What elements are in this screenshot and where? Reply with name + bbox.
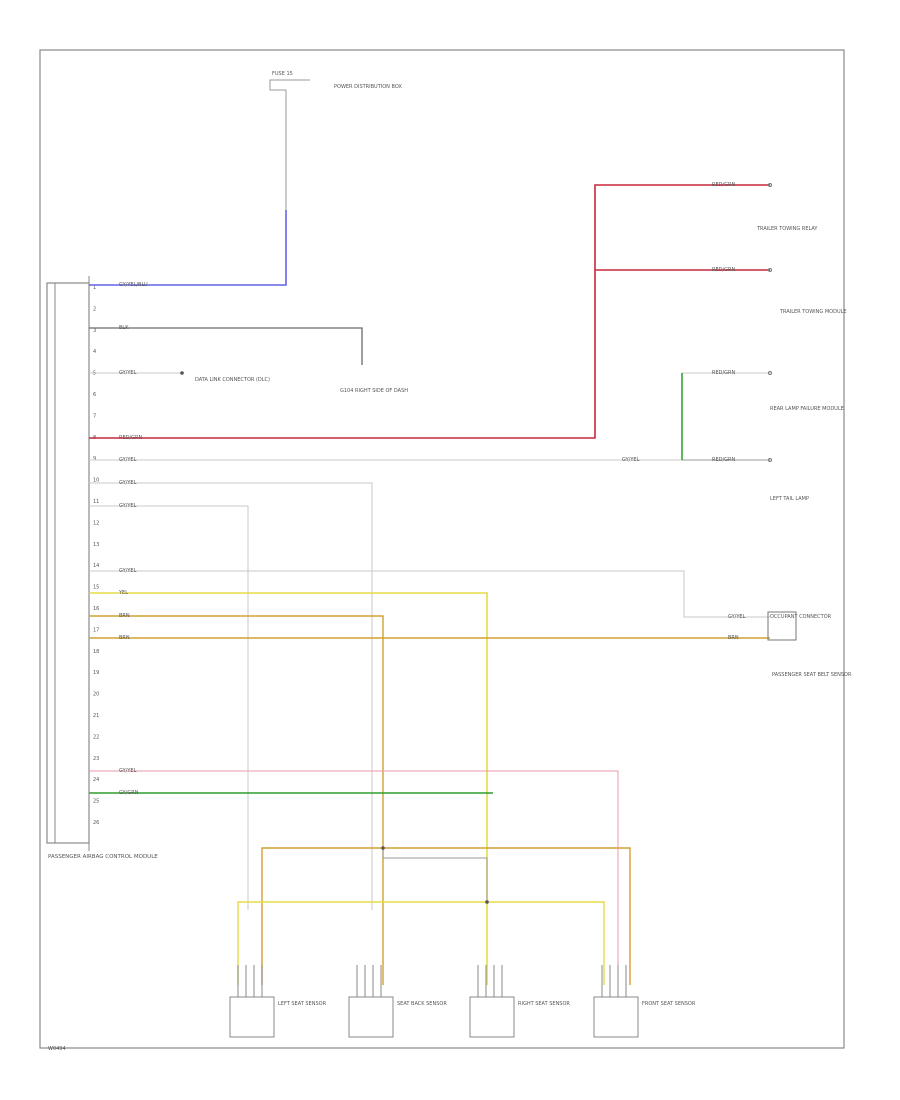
diagram-frame xyxy=(39,49,845,1049)
wire-sensor-brown-bus xyxy=(261,847,631,985)
module-pin-labels: 1234567891011121314151617181920212223242… xyxy=(93,285,99,826)
lamp-failure-module-label: REAR LAMP FAILURE MODULE xyxy=(770,406,844,412)
wire-pin8-red xyxy=(89,184,770,439)
occupant-connector-label: OCCUPANT CONNECTOR xyxy=(770,614,832,620)
pin-label: 26 xyxy=(93,820,99,826)
splice-dot-yellow xyxy=(485,900,489,904)
pin-label: 1 xyxy=(93,285,96,291)
pin-label: 22 xyxy=(93,734,99,740)
top-connector-label: POWER DISTRIBUTION BOX xyxy=(334,84,402,90)
wire-label-right-green-top: RED/GRN xyxy=(712,370,736,376)
airbag-control-module xyxy=(46,276,90,851)
pin-label: 16 xyxy=(93,606,99,612)
pin-label: 10 xyxy=(93,478,99,484)
wire-pin11-gray xyxy=(89,505,249,910)
splice-dot-brown xyxy=(381,846,385,850)
pin-label: 7 xyxy=(93,413,96,419)
occupant-connector-box xyxy=(767,611,797,641)
pin-label: 11 xyxy=(93,499,99,505)
wire-pin16-brown xyxy=(89,615,384,985)
pin-label: 6 xyxy=(93,392,96,398)
wire-label-occupant-brown: BRN xyxy=(728,635,739,641)
sensor-label: LEFT SEAT SENSOR xyxy=(278,1001,327,1007)
sensor-label: SEAT BACK SENSOR xyxy=(397,1001,447,1007)
wire-label-occupant-gray: GY/YEL xyxy=(728,614,746,620)
wire-label-w23: GY/GRN xyxy=(119,790,139,796)
dlc-terminal xyxy=(180,371,184,375)
wire-label-right-green-bot: RED/GRN xyxy=(712,457,736,463)
wire-pin10-gray xyxy=(89,482,373,910)
wire-label-right-red-top: RED/GRN xyxy=(712,182,736,188)
wire-label-w1: GY/YEL/BLU xyxy=(119,282,148,288)
sensor-box xyxy=(229,996,275,1038)
passenger-sensor-label: PASSENGER SEAT BELT SENSOR xyxy=(772,672,852,678)
pin-label: 9 xyxy=(93,456,96,462)
wire-label-right-gray: GY/YEL xyxy=(622,457,640,463)
wire-pin14-gray xyxy=(89,570,770,618)
pin-label: 23 xyxy=(93,756,99,762)
wire-label-w9: GY/YEL xyxy=(119,457,137,463)
left-tail-lamp-label: LEFT TAIL LAMP xyxy=(770,496,809,502)
wire-label-right-red-bot: RED/GRN xyxy=(712,267,736,273)
pin-label: 17 xyxy=(93,627,99,633)
sensor-label: RIGHT SEAT SENSOR xyxy=(518,1001,570,1007)
wire-label-w3: BLK xyxy=(119,325,129,331)
pin-label: 15 xyxy=(93,585,99,591)
pin-label: 20 xyxy=(93,692,99,698)
connector-terminal xyxy=(768,458,772,462)
wire-sensor-yellow-bus xyxy=(237,901,605,985)
wire-pin15-yellow xyxy=(89,592,488,985)
wire-labels: GY/YEL/BLU BLK GY/YEL RED/GRN GY/YEL GY/YEL GY… xyxy=(118,182,746,796)
pin-label: 19 xyxy=(93,670,99,676)
pin-label: 12 xyxy=(93,520,99,526)
top-fuse-label: FUSE 15 xyxy=(272,71,293,77)
footer-code: W0494 xyxy=(48,1046,66,1052)
wire-label-w8: RED/GRN xyxy=(119,435,143,441)
sensor-label: FRONT SEAT SENSOR xyxy=(642,1001,696,1007)
sensor-box xyxy=(469,996,515,1038)
pin-label: 21 xyxy=(93,713,99,719)
wire-pin3-ground xyxy=(89,327,363,365)
wire-label-w22: GY/YEL xyxy=(119,768,137,774)
connector-terminal xyxy=(768,371,772,375)
trailer-module-label: TRAILER TOWING MODULE xyxy=(779,309,847,315)
wire-splice-link xyxy=(382,848,488,902)
pin-label: 24 xyxy=(93,777,99,783)
pin-label: 3 xyxy=(93,328,96,334)
wire-label-w16: BRN xyxy=(119,613,130,619)
pin-label: 13 xyxy=(93,542,99,548)
ground-label: G104 RIGHT SIDE OF DASH xyxy=(340,388,408,394)
pin-label: 25 xyxy=(93,799,99,805)
wire-label-w15: YEL xyxy=(118,590,128,596)
module-label: PASSENGER AIRBAG CONTROL MODULE xyxy=(48,854,158,860)
pin-label: 5 xyxy=(93,371,96,377)
connector-terminal xyxy=(768,268,772,272)
trailer-relay-label: TRAILER TOWING RELAY xyxy=(756,226,818,232)
wire-label-w14: GY/YEL xyxy=(119,568,137,574)
wire-label-w11: GY/YEL xyxy=(119,503,137,509)
pin-label: 4 xyxy=(93,349,96,355)
wire-label-w10: GY/YEL xyxy=(119,480,137,486)
sensor-box xyxy=(593,996,639,1038)
seat-sensors: LEFT SEAT SENSOR SEAT BACK SENSOR RIGHT SE… xyxy=(229,965,696,1038)
wire-label-w5: GY/YEL xyxy=(119,370,137,376)
wire-fuse-feed xyxy=(269,79,310,210)
wire-label-w17: BRN xyxy=(119,635,130,641)
wire-pin22-pink xyxy=(89,770,619,985)
pin-label: 18 xyxy=(93,649,99,655)
pin-label: 14 xyxy=(93,563,99,569)
wires xyxy=(89,79,797,985)
wire-pin1-blue xyxy=(89,210,287,286)
data-link-label: DATA LINK CONNECTOR (DLC) xyxy=(195,377,270,383)
pin-label: 2 xyxy=(93,306,96,312)
sensor-box xyxy=(348,996,394,1038)
wire-pin9-gray xyxy=(89,372,770,461)
connector-terminal xyxy=(768,183,772,187)
